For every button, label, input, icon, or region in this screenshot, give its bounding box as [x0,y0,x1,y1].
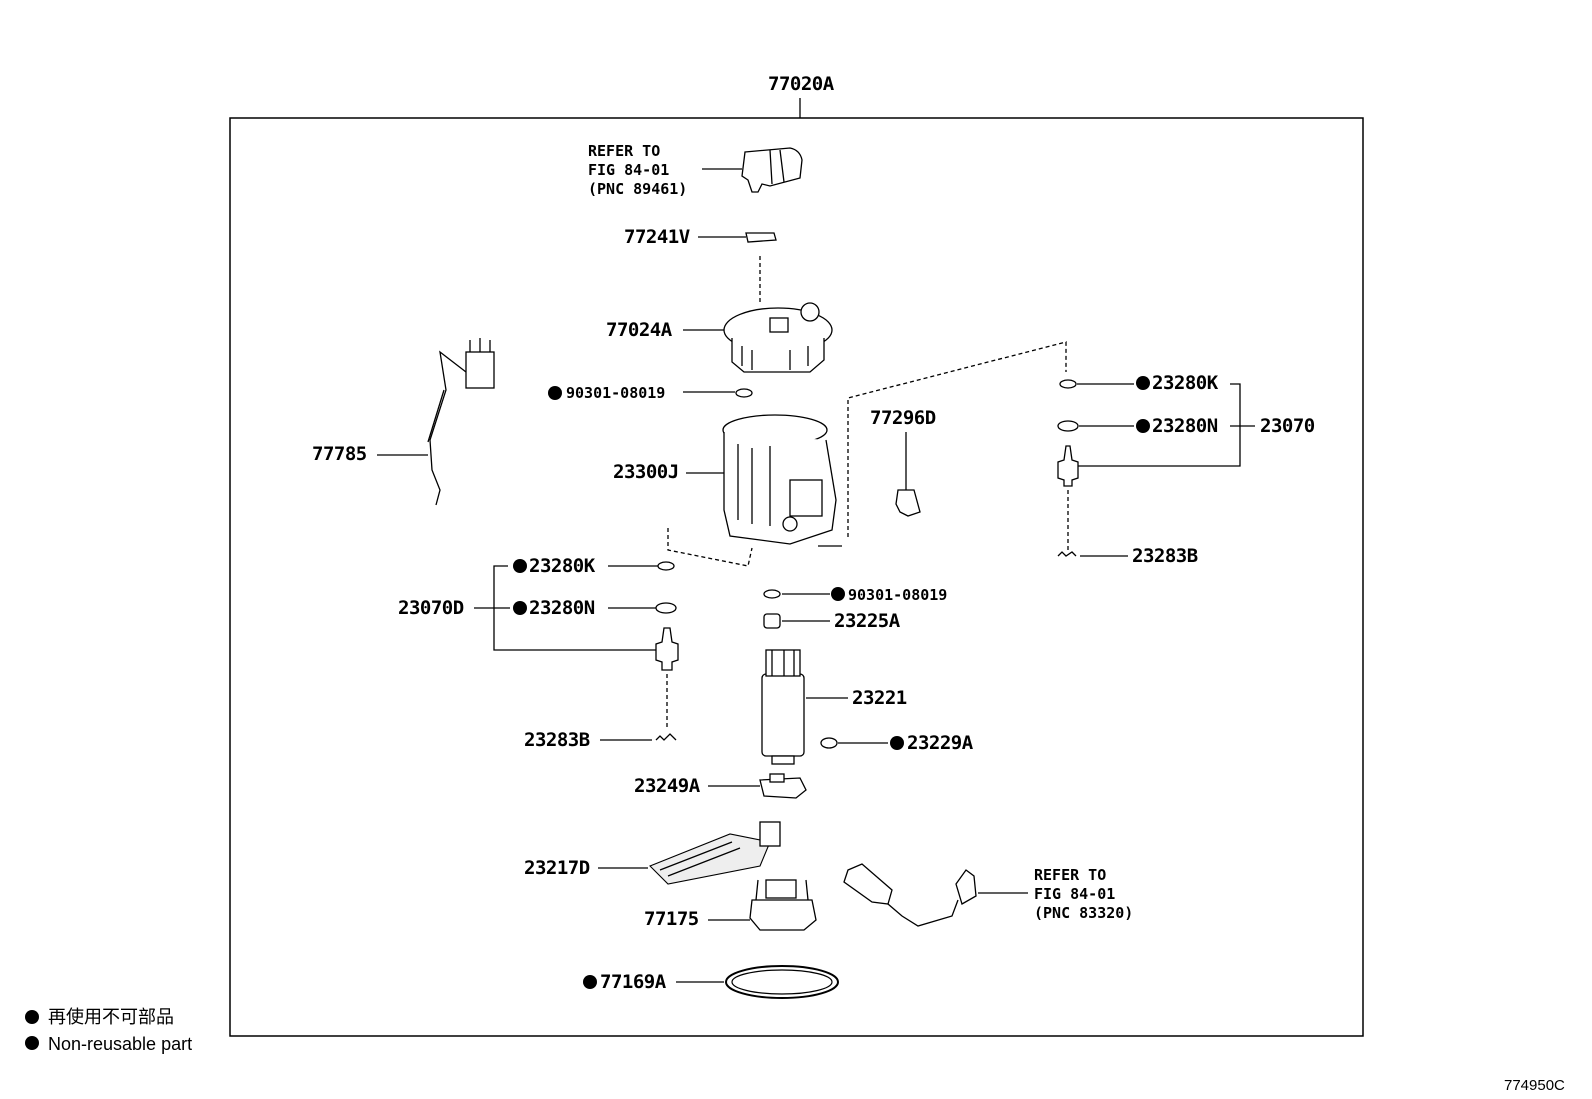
assembly-frame [229,117,1364,1037]
retainer-23249A-part [759,773,807,799]
refer-top-line3: (PNC 89461) [588,180,687,198]
refer-bottom-callout[interactable]: REFER TO FIG 84-01 (PNC 83320) [1034,866,1133,922]
non-reusable-dot [831,587,845,601]
label-77175[interactable]: 77175 [644,908,699,930]
oring-90301-lower-part [763,589,781,599]
non-reusable-dot [513,559,527,573]
regulator-23070D-part [655,627,679,671]
refer-bottom-line1: REFER TO [1034,866,1106,884]
label-77296D[interactable]: 77296D [870,407,936,429]
cushion-23225A-part [763,613,781,629]
label-23221[interactable]: 23221 [852,687,907,709]
non-reusable-dot [583,975,597,989]
refer-bottom-line2: FIG 84-01 [1034,885,1115,903]
flange-77024A-part [723,302,833,373]
wire-harness-77785-part [427,338,495,506]
oring-23280N-right-part [1057,420,1079,432]
clip-77241V-part [745,232,777,243]
label-23280K-right[interactable]: 23280K [1152,372,1219,394]
fuel-sender-connector-part [741,147,803,193]
label-90301-upper[interactable]: 90301-08019 [566,384,665,402]
legend: 再使用不可部品 Non-reusable part [25,1007,192,1054]
figure-id: 774950C [1504,1077,1565,1094]
legend-dot-jp [25,1010,39,1024]
assembly-label[interactable]: 77020A [768,73,835,95]
oring-23280K-left-part [657,561,675,571]
label-77169A[interactable]: 77169A [600,971,667,993]
legend-dot-en [25,1036,39,1050]
filter-retainer-77175-part [749,879,817,931]
refer-top-callout[interactable]: REFER TO FIG 84-01 (PNC 89461) [588,142,687,198]
label-77785[interactable]: 77785 [312,443,367,465]
label-23249A[interactable]: 23249A [634,775,701,797]
label-23280K-left[interactable]: 23280K [529,555,596,577]
label-23070[interactable]: 23070 [1260,415,1315,437]
label-23225A[interactable]: 23225A [834,610,901,632]
label-23280N-left[interactable]: 23280N [529,597,595,619]
fuel-sender-gauge-part [843,863,977,927]
refer-top-line2: FIG 84-01 [588,161,669,179]
pump-housing-23300J-part [722,414,837,545]
oring-23280K-right-part [1059,379,1077,389]
filter-23217D-part [649,821,781,885]
label-77241V[interactable]: 77241V [624,226,690,248]
label-23300J[interactable]: 23300J [613,461,679,483]
legend-en: Non-reusable part [48,1034,192,1054]
refer-top-line1: REFER TO [588,142,660,160]
label-23283B-left[interactable]: 23283B [524,729,590,751]
refer-bottom-line3: (PNC 83320) [1034,904,1133,922]
non-reusable-dot [1136,376,1150,390]
non-reusable-dot [890,736,904,750]
legend-jp: 再使用不可部品 [48,1007,174,1027]
clip-23229A-part [820,737,838,749]
label-23280N-right[interactable]: 23280N [1152,415,1218,437]
non-reusable-dot [513,601,527,615]
label-23229A[interactable]: 23229A [907,732,974,754]
label-77024A[interactable]: 77024A [606,319,673,341]
clamp-77296D-part [895,489,921,517]
label-90301-lower[interactable]: 90301-08019 [848,586,947,604]
label-23070D[interactable]: 23070D [398,597,464,619]
non-reusable-dot [1136,419,1150,433]
oring-23280N-left-part [655,602,677,614]
label-23217D[interactable]: 23217D [524,857,590,879]
oring-90301-upper-part [735,388,753,398]
regulator-23070-part [1057,445,1079,487]
gasket-77169A-part [725,965,839,999]
non-reusable-dot [548,386,562,400]
fuel-pump-23221-part [761,649,805,765]
label-23283B-right[interactable]: 23283B [1132,545,1198,567]
